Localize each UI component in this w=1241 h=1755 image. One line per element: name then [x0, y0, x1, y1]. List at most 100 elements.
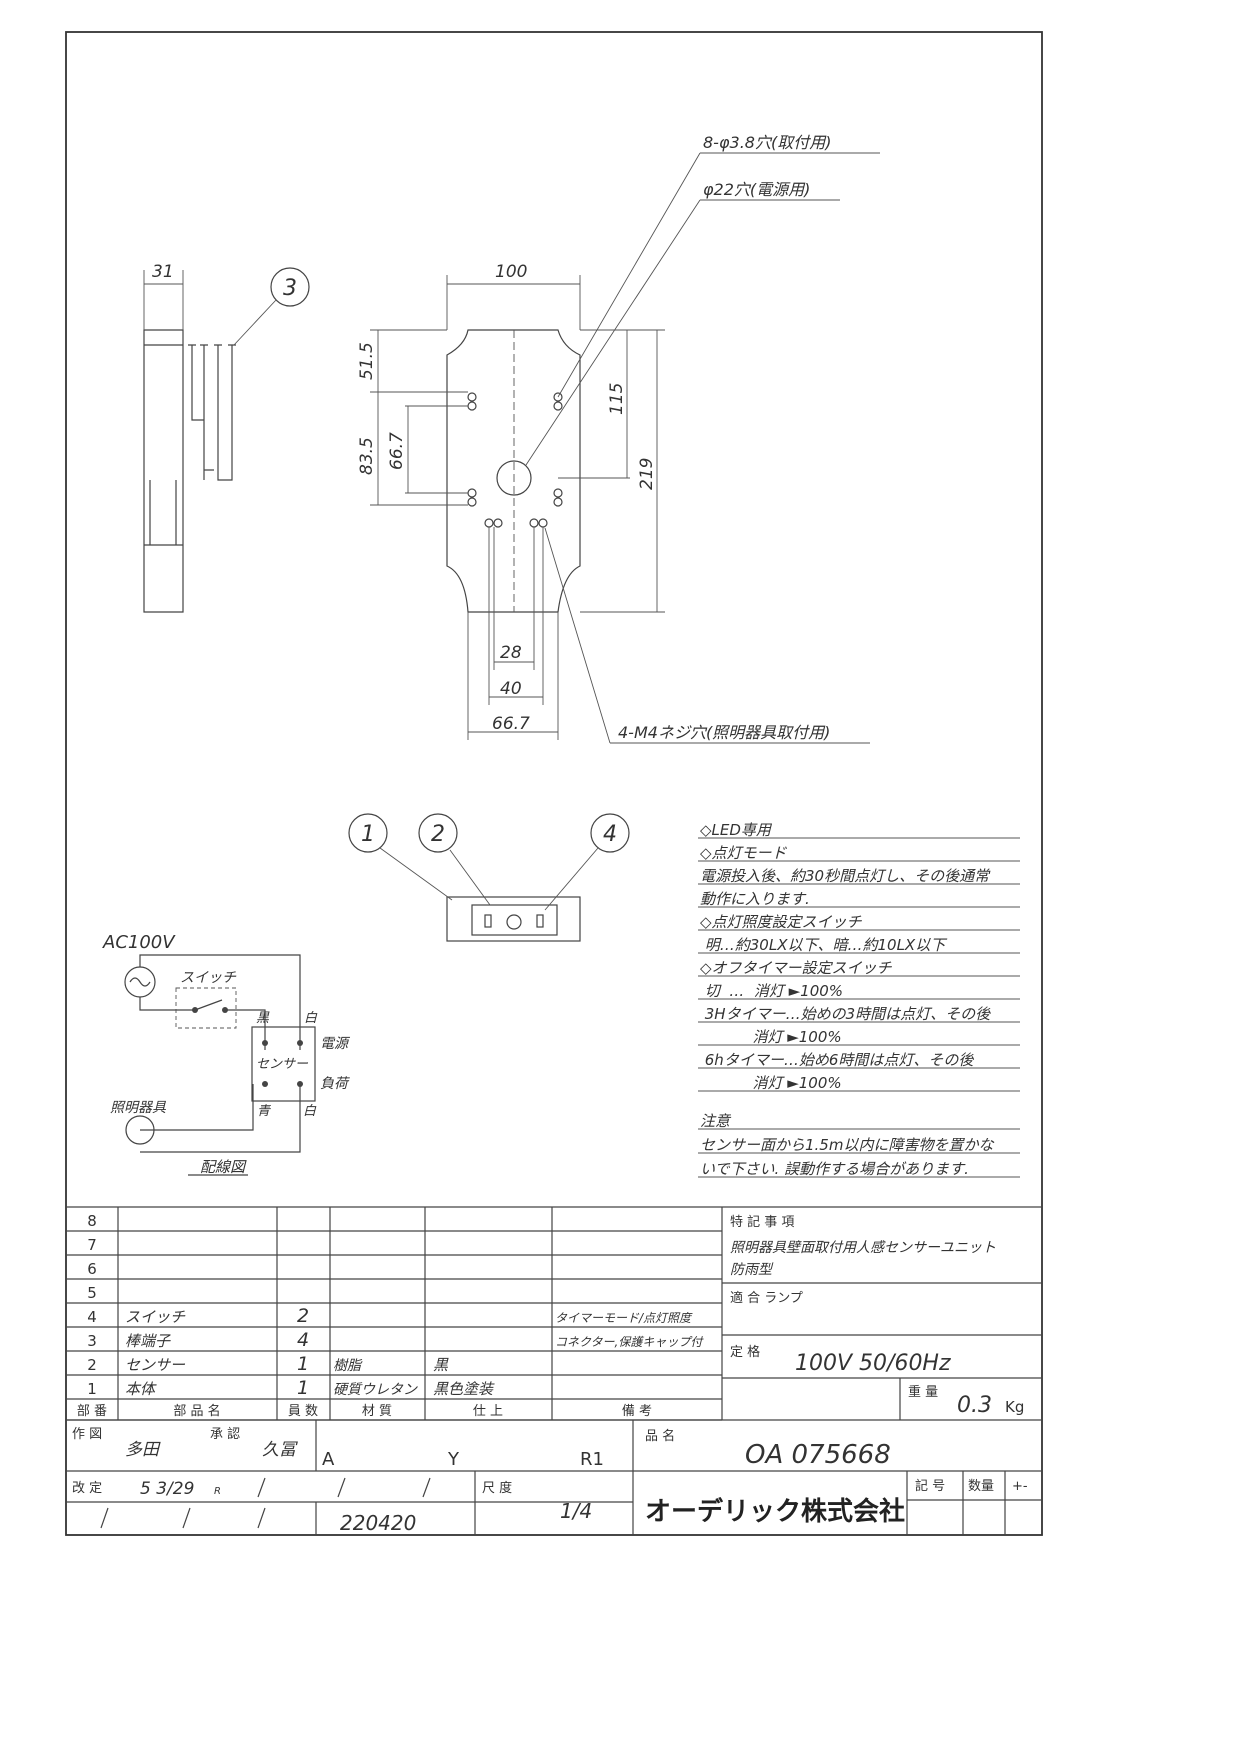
table-cell: 1 [87, 1380, 97, 1398]
dim-side-depth: 31 [152, 262, 174, 282]
table-cell: 2 [87, 1356, 97, 1374]
note-line: 動作に入ります. [700, 890, 810, 908]
table-cell: 7 [87, 1236, 97, 1254]
sensor-label: センサー [256, 1057, 309, 1072]
pm-label: +- [1012, 1479, 1028, 1494]
note-line: 消灯 ►100% [700, 1074, 842, 1092]
note-line: 明…約30LX以下、暗…約10LX以下 [700, 936, 948, 954]
supply-label: AC100V [102, 932, 176, 953]
wire-blue-label: 青 [257, 1104, 272, 1119]
drawn-label: 作 図 [72, 1427, 102, 1442]
wiring-title: 配線図 [200, 1158, 247, 1176]
table-header: 備 考 [622, 1403, 652, 1419]
note-line: いで下さい. 誤動作する場合があります. [700, 1160, 969, 1178]
revised-sub: R [214, 1486, 221, 1497]
dim-66-7: 66.7 [492, 714, 530, 734]
dim-width: 100 [495, 262, 527, 282]
qty-label: 数量 [968, 1479, 994, 1494]
wire-white2-label: 白 [303, 1104, 317, 1119]
note-line: 3Hタイマー…始めの3時間は点灯、その後 [700, 1005, 991, 1023]
balloon-1-label: 1 [361, 822, 375, 847]
table-cell: コネクター,保護キャップ付 [555, 1335, 704, 1349]
weight-unit: Kg [1005, 1398, 1024, 1416]
dim-top-offset: 51.5 [357, 342, 377, 380]
dim-40: 40 [500, 679, 522, 699]
revised-label: 改 定 [72, 1481, 102, 1496]
table-cell: 2 [297, 1305, 309, 1327]
table-header: 部 番 [77, 1404, 107, 1419]
rating-value: 100V 50/60Hz [795, 1351, 951, 1376]
table-cell: 樹脂 [333, 1358, 363, 1374]
product-code: OA 075668 [745, 1440, 891, 1470]
note-line: 注意 [700, 1112, 732, 1130]
callout-power-hole: φ22穴(電源用) [703, 180, 810, 199]
code-y: Y [447, 1449, 460, 1470]
note-line: センサー面から1.5m以内に障害物を置かな [700, 1136, 994, 1154]
wire-white-label: 白 [304, 1011, 318, 1026]
approved-by: 久冨 [262, 1440, 298, 1460]
dim-height: 219 [637, 458, 657, 490]
dim-hole-span-inner: 66.7 [387, 432, 407, 470]
balloon-3 [270, 267, 310, 307]
table-cell: スイッチ [125, 1308, 186, 1326]
approved-label: 承 認 [210, 1426, 240, 1442]
table-cell: 本体 [125, 1380, 157, 1398]
table-cell: 1 [297, 1353, 309, 1375]
special-label: 特 記 事 項 [730, 1214, 794, 1230]
front-view: 100 51.5 83.5 66.7 115 219 28 40 66.7 8-… [357, 133, 880, 744]
note-line: 6hタイマー…始め6時間は点灯、その後 [700, 1051, 974, 1069]
note-line: 消灯 ►100% [700, 1028, 842, 1046]
spec-block: 特 記 事 項 照明器具壁面取付用人感センサーユニット 防雨型 適 合 ランプ … [721, 1207, 1042, 1420]
scale-value: 1/4 [560, 1499, 592, 1523]
fixture-label: 照明器具 [110, 1100, 167, 1116]
note-line: 電源投入後、約30秒間点灯し、その後通常 [700, 867, 991, 885]
note-line: 切 … 消灯 ►100% [700, 982, 843, 1000]
table-cell: 8 [87, 1212, 97, 1230]
weight-value: 0.3 [957, 1393, 992, 1418]
bottom-view: 1 2 4 [348, 813, 630, 942]
table-header: 員 数 [288, 1404, 318, 1419]
rating-label: 定 格 [730, 1344, 760, 1360]
dim-hole-span-outer: 83.5 [357, 437, 377, 475]
table-cell: 6 [87, 1260, 97, 1278]
table-header: 部 品 名 [173, 1403, 220, 1419]
weight-label: 重 量 [908, 1384, 938, 1400]
load-label: 負荷 [320, 1076, 350, 1092]
wiring-diagram: AC100V スイッチ 黒 白 電源 センサー 負荷 照明器具 青 白 配線図 [102, 932, 351, 1176]
table-header: 仕 上 [473, 1404, 503, 1419]
callout-mount-holes: 8-φ3.8穴(取付用) [703, 133, 831, 152]
power-label: 電源 [320, 1036, 351, 1052]
balloon-4-label: 4 [603, 822, 617, 847]
note-line: ◇オフタイマー設定スイッチ [700, 959, 893, 977]
table-cell: 3 [87, 1332, 97, 1350]
note-line: ◇点灯照度設定スイッチ [700, 913, 863, 931]
table-cell: 棒端子 [125, 1332, 171, 1350]
table-cell: タイマーモード/点灯照度 [555, 1311, 693, 1325]
table-cell: 1 [297, 1377, 309, 1399]
special-line-1: 照明器具壁面取付用人感センサーユニット [730, 1240, 996, 1256]
drawing-frame [65, 31, 1043, 1536]
table-cell: 黒 [433, 1356, 449, 1374]
scale-label: 尺 度 [482, 1480, 512, 1496]
table-header: 材 質 [362, 1404, 392, 1419]
table-cell: 硬質ウレタン [333, 1382, 418, 1398]
balloon-3-label: 3 [283, 276, 297, 301]
note-line: ◇LED専用 [700, 821, 773, 839]
symbol-label: 記 号 [915, 1478, 945, 1494]
table-cell: センサー [125, 1356, 186, 1374]
balloon-2-label: 2 [431, 822, 445, 847]
product-label: 品 名 [645, 1428, 675, 1444]
revised-date: 5 3/29 [140, 1479, 194, 1499]
lamp-label: 適 合 ランプ [730, 1290, 803, 1306]
drawn-by: 多田 [125, 1440, 161, 1460]
side-view: 31 3 [143, 262, 310, 613]
callout-screw-holes: 4-M4ネジ穴(照明器具取付用) [618, 723, 830, 742]
company-name: オーデリック株式会社 [645, 1496, 905, 1527]
special-line-2: 防雨型 [730, 1262, 774, 1278]
power-hole [496, 460, 532, 496]
code-r1: R1 [580, 1449, 604, 1470]
date-code: 220420 [340, 1511, 416, 1535]
note-line: ◇点灯モード [700, 844, 788, 862]
